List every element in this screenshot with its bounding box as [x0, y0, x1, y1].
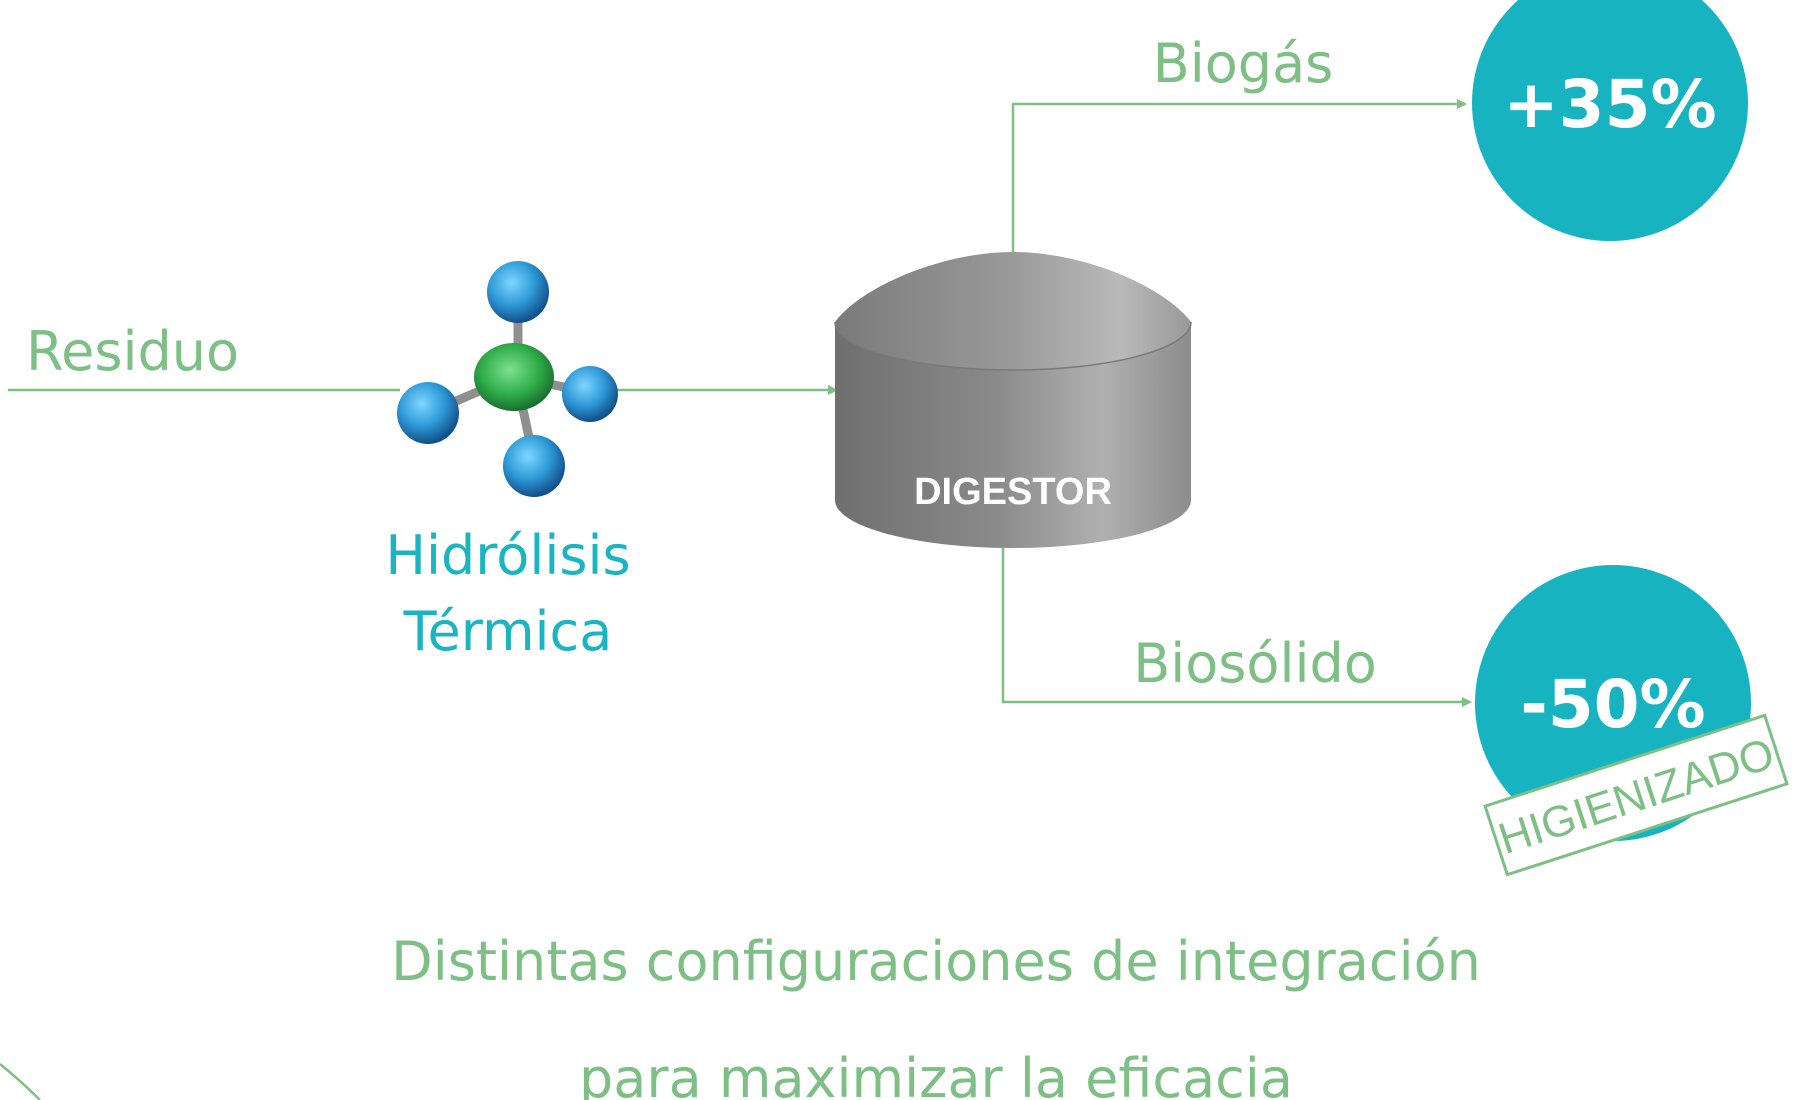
decorative-arc: [0, 1063, 41, 1100]
process-label-line1: Hidrólisis: [385, 524, 630, 587]
biogas-value: +35%: [1503, 66, 1716, 143]
biogas-flow-line: [1011, 99, 1467, 255]
digester-tank: [834, 252, 1192, 548]
input-label: Residuo: [26, 320, 239, 383]
biosolid-value: -50%: [1520, 666, 1705, 743]
biogas-badge: [1472, 0, 1748, 241]
molecule-icon: [397, 261, 618, 497]
biosolid-label: Biosólido: [1133, 632, 1377, 695]
biosolid-flow-line: [1001, 545, 1472, 707]
digester-label: DIGESTOR: [914, 471, 1112, 513]
biogas-label: Biogás: [1153, 32, 1334, 95]
caption-line2: para maximizar la eficacia: [579, 1047, 1293, 1100]
process-label-line2: Térmica: [403, 600, 613, 663]
caption-line1: Distintas configuraciones de integración: [391, 930, 1481, 993]
